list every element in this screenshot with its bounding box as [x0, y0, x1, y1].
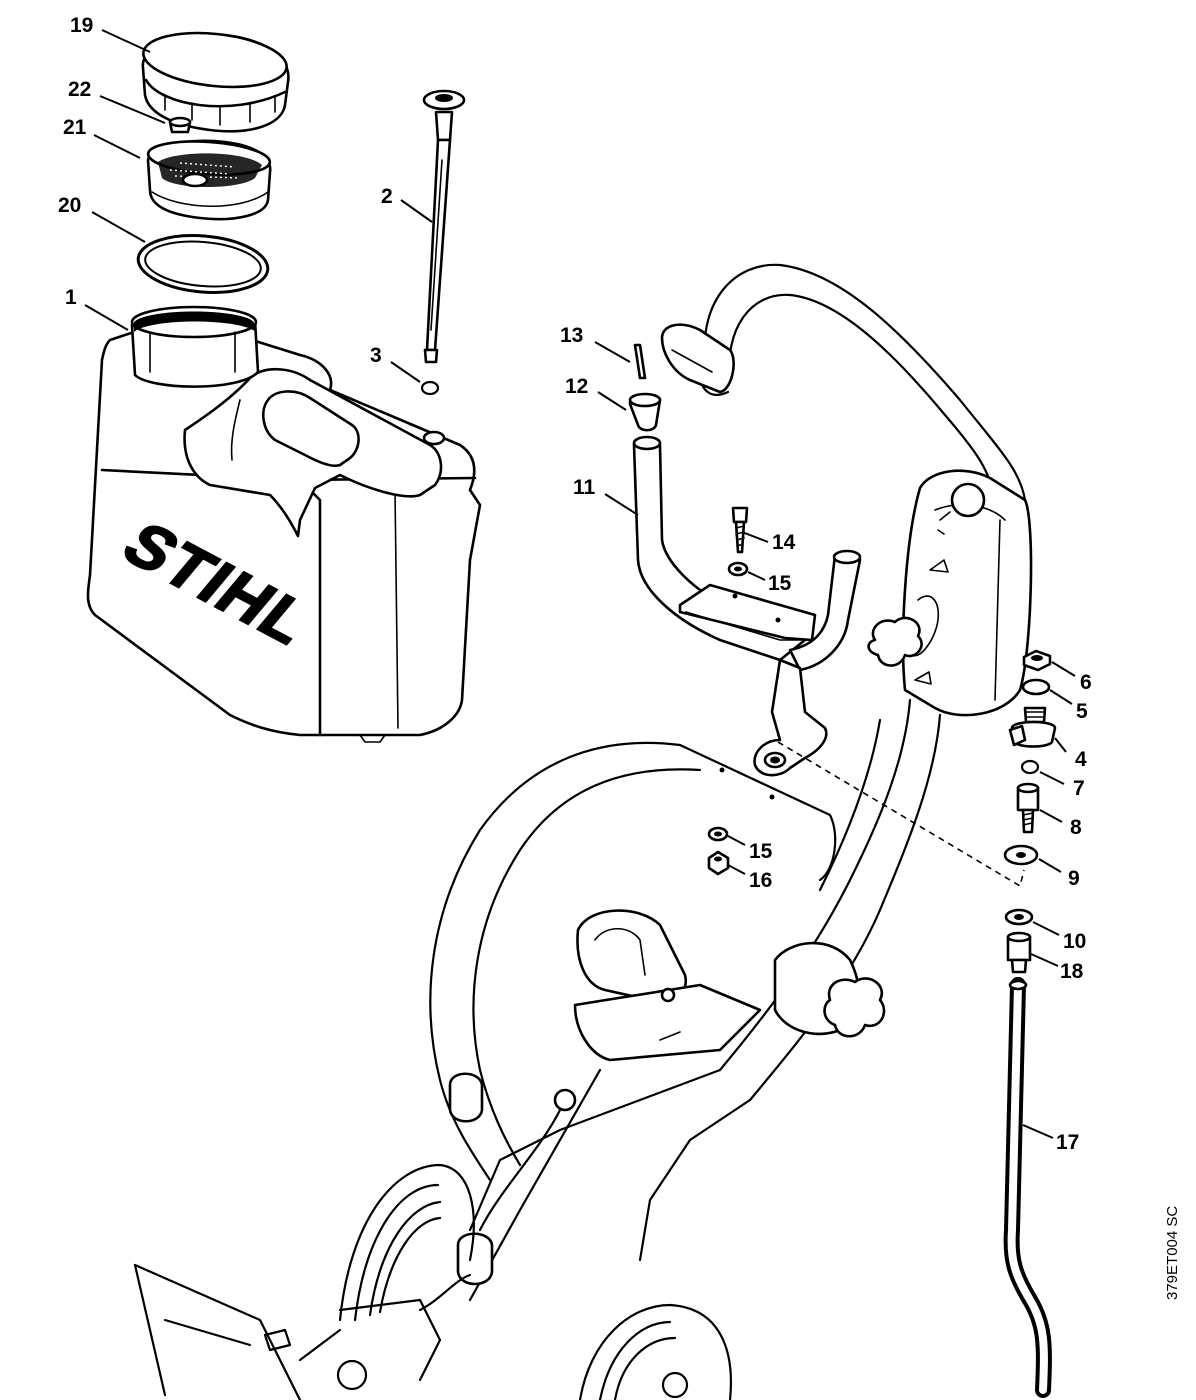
cart-frame: [133, 263, 1033, 1400]
o-ring-7: [1020, 759, 1040, 775]
callout-2: 2: [381, 185, 393, 208]
callout-13: 13: [560, 324, 583, 347]
callout-10: 10: [1063, 930, 1086, 953]
callout-12: 12: [565, 375, 588, 398]
tank-cap: [141, 31, 290, 133]
nut-6: [1022, 649, 1052, 672]
callout-8: 8: [1070, 816, 1082, 839]
drawing-code: 379ET004 SC: [1164, 1205, 1181, 1300]
fitting-8: [1016, 782, 1040, 834]
hose: [1003, 977, 1052, 1398]
callout-15-lower: 15: [749, 840, 773, 863]
callout-labels: 19 22 21 20 1 2 3 13 12 11 14 15 15 16 6…: [58, 14, 1092, 1154]
callout-21: 21: [63, 116, 87, 139]
callout-20: 20: [58, 194, 81, 217]
callout-7: 7: [1073, 777, 1085, 800]
callout-22: 22: [68, 78, 91, 101]
callout-14: 14: [772, 531, 796, 554]
callout-5: 5: [1076, 700, 1088, 723]
callout-19: 19: [70, 14, 93, 37]
washer-upper: [727, 561, 749, 577]
leader-lines: [84, 29, 1076, 1139]
bolt: [731, 506, 749, 554]
bushing: [628, 392, 662, 432]
valve: [1008, 706, 1057, 748]
washer-9: [1003, 844, 1039, 866]
callout-4: 4: [1075, 748, 1087, 771]
callout-1: 1: [65, 286, 77, 309]
dipstick: [422, 89, 466, 364]
strainer: [146, 139, 272, 221]
connector-18: [1006, 931, 1032, 974]
pin: [633, 343, 647, 380]
washer-lower: [707, 826, 729, 842]
plug: [168, 116, 192, 134]
bracket: [632, 435, 862, 777]
callout-15-upper: 15: [768, 572, 792, 595]
assembly-line: [777, 741, 1025, 888]
o-ring-small: [420, 380, 440, 396]
gasket: [136, 234, 270, 294]
callout-16: 16: [749, 869, 772, 892]
washer-10: [1004, 908, 1034, 926]
callout-18: 18: [1060, 960, 1084, 983]
callout-9: 9: [1068, 867, 1080, 890]
seal-5: [1021, 678, 1051, 696]
water-tank: STIHL: [86, 305, 482, 743]
callout-17: 17: [1056, 1131, 1079, 1154]
callout-11: 11: [573, 476, 596, 499]
nut-lower: [707, 850, 730, 876]
callout-3: 3: [370, 344, 382, 367]
callout-6: 6: [1080, 671, 1092, 694]
